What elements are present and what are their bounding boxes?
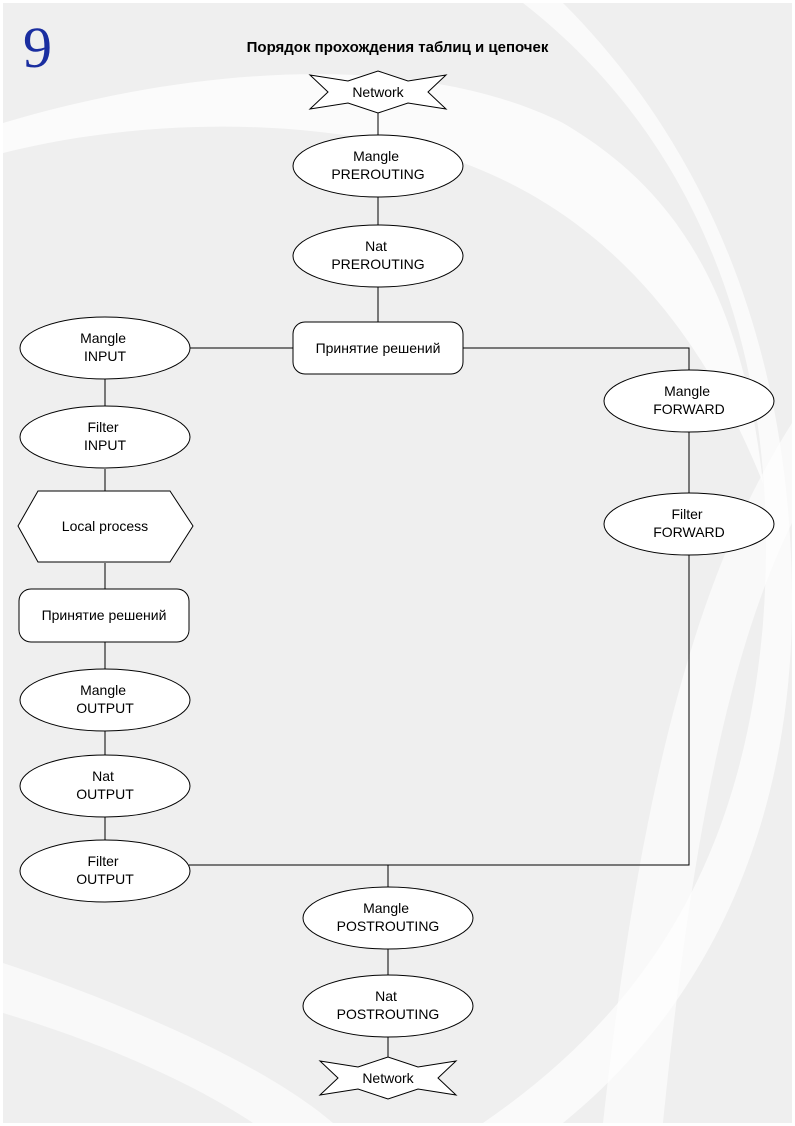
node-label-line-1: Filter xyxy=(87,853,118,869)
node-label-line-1: Local process xyxy=(62,518,148,534)
node-label-line-2: INPUT xyxy=(84,437,126,453)
network-in-node: Network xyxy=(308,70,448,114)
node-label-line-2: INPUT xyxy=(84,348,126,364)
node-label-line-1: Принятие решений xyxy=(316,340,441,356)
svg-text:Mangle FORWARD: Mangle FORWARD xyxy=(653,383,725,417)
flow-diagram: Network Mangle PREROUTING Nat PREROUTING… xyxy=(17,70,775,1100)
mangle-prerouting-node: Mangle PREROUTING xyxy=(292,134,464,198)
node-label-line-2: POSTROUTING xyxy=(337,918,440,934)
page-title: Порядок прохождения таблиц и цепочек xyxy=(246,39,549,56)
node-label-line-1: Filter xyxy=(87,419,118,435)
nat-postrouting-node: Nat POSTROUTING xyxy=(302,974,474,1038)
node-label-line-2: OUTPUT xyxy=(76,700,134,716)
node-label-line-1: Mangle xyxy=(363,900,409,916)
mangle-forward-node: Mangle FORWARD xyxy=(603,369,775,433)
page-number: 9 xyxy=(23,15,52,80)
network-out-label: Network xyxy=(362,1070,414,1086)
node-label-line-1: Mangle xyxy=(80,330,126,346)
page: 9 Порядок прохождения таблиц и цепочек xyxy=(3,3,792,1123)
svg-text:Filter OUTPUT: Filter OUTPUT xyxy=(76,853,134,887)
node-label-line-2: FORWARD xyxy=(653,524,725,540)
filter-input-node: Filter INPUT xyxy=(19,405,191,469)
svg-text:Filter INPUT: Filter INPUT xyxy=(84,419,126,453)
svg-text:Network: Network xyxy=(362,1070,414,1086)
svg-text:Nat POSTROUTING: Nat POSTROUTING xyxy=(337,988,440,1022)
network-out-node: Network xyxy=(318,1056,458,1100)
nat-output-node: Nat OUTPUT xyxy=(19,754,191,818)
svg-text:Mangle OUTPUT: Mangle OUTPUT xyxy=(76,682,134,716)
svg-text:Принятие решений: Принятие решений xyxy=(42,607,167,623)
svg-text:Mangle PREROUTING: Mangle PREROUTING xyxy=(331,148,424,182)
node-label-line-2: OUTPUT xyxy=(76,871,134,887)
node-label-line-1: Принятие решений xyxy=(42,607,167,623)
node-label-line-2: PREROUTING xyxy=(331,166,424,182)
routing-decision-2-node: Принятие решений xyxy=(18,588,190,643)
filter-output-node: Filter OUTPUT xyxy=(19,839,191,903)
svg-text:Mangle POSTROUTING: Mangle POSTROUTING xyxy=(337,900,440,934)
node-label-line-1: Mangle xyxy=(80,682,126,698)
svg-text:Local process: Local process xyxy=(62,518,148,534)
node-label-line-1: Mangle xyxy=(664,383,710,399)
svg-text:Принятие решений: Принятие решений xyxy=(316,340,441,356)
node-label-line-2: OUTPUT xyxy=(76,786,134,802)
svg-text:Nat OUTPUT: Nat OUTPUT xyxy=(76,768,134,802)
connectors xyxy=(104,111,690,1061)
connector xyxy=(463,347,690,370)
svg-text:Mangle INPUT: Mangle INPUT xyxy=(80,330,130,364)
node-label-line-2: FORWARD xyxy=(653,401,725,417)
node-label-line-2: PREROUTING xyxy=(331,256,424,272)
mangle-output-node: Mangle OUTPUT xyxy=(19,668,191,732)
node-label-line-1: Nat xyxy=(375,988,397,1004)
background-swoosh xyxy=(3,3,792,1123)
nat-prerouting-node: Nat PREROUTING xyxy=(292,224,464,288)
svg-text:Nat PREROUTING: Nat PREROUTING xyxy=(331,238,424,272)
svg-text:Network: Network xyxy=(352,84,404,100)
node-label-line-1: Mangle xyxy=(353,148,399,164)
node-label-line-1: Nat xyxy=(92,768,114,784)
svg-text:Filter FORWARD: Filter FORWARD xyxy=(653,506,725,540)
routing-decision-1-node: Принятие решений xyxy=(292,321,464,375)
filter-forward-node: Filter FORWARD xyxy=(603,492,775,556)
local-process-node: Local process xyxy=(17,490,194,563)
node-label-line-1: Nat xyxy=(365,238,387,254)
node-label-line-2: POSTROUTING xyxy=(337,1006,440,1022)
connector xyxy=(189,549,690,866)
network-in-label: Network xyxy=(352,84,404,100)
mangle-postrouting-node: Mangle POSTROUTING xyxy=(302,886,474,950)
node-label-line-1: Filter xyxy=(671,506,702,522)
mangle-input-node: Mangle INPUT xyxy=(19,316,191,380)
